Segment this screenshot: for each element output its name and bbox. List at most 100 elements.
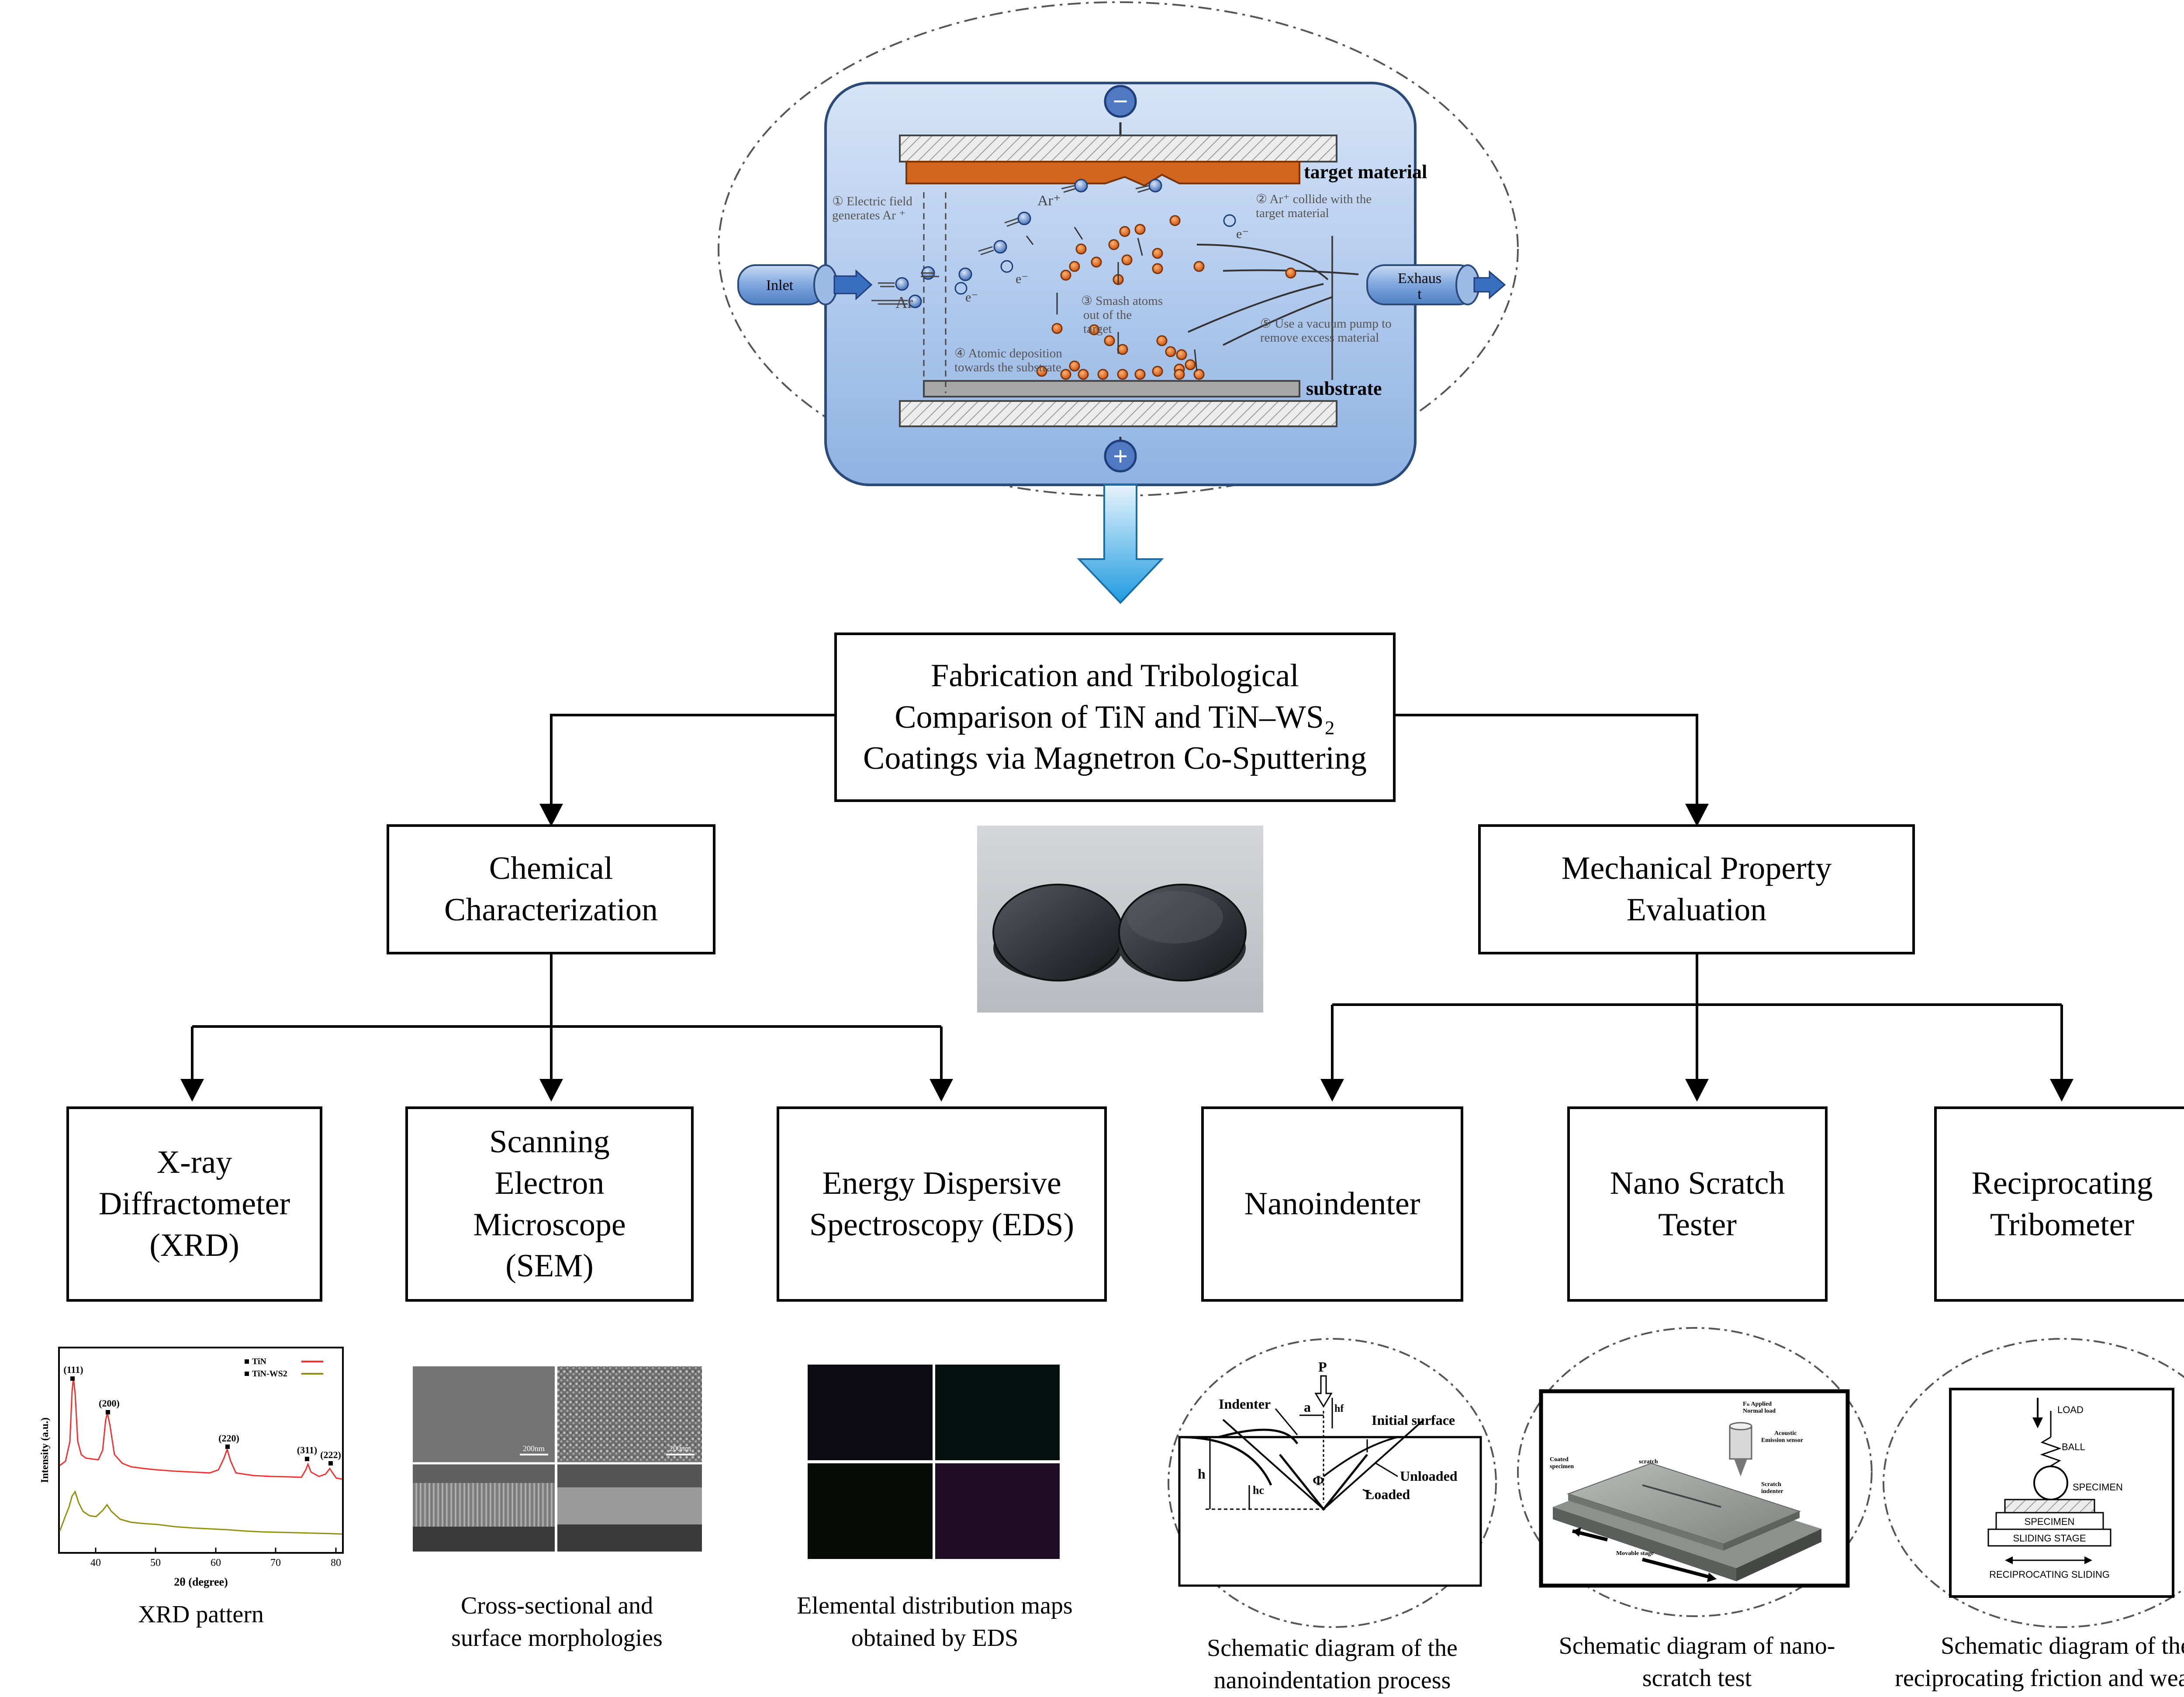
sputtering-schematic: − target material substrate + Inlet Exha… <box>718 1 1519 604</box>
scratch-stage-label: Movable stage <box>1616 1550 1654 1557</box>
nanoindent-dashed-boundary <box>1168 1338 1497 1628</box>
nano-indenter-label: Indenter <box>1219 1396 1271 1412</box>
nanoindentation-figure: P Indenter a hf Initial surface Unloaded… <box>1168 1338 1497 1628</box>
eds-box: Energy Dispersive Spectroscopy (EDS) <box>777 1106 1107 1302</box>
scratch-line1: Nano Scratch <box>1610 1165 1785 1201</box>
eds-line2: Spectroscopy (EDS) <box>809 1206 1075 1243</box>
sem-caption-line1: Cross-sectional and <box>460 1592 653 1619</box>
xrd-plot: 40 50 60 70 80 2θ (degree) Intensity (a.… <box>39 1347 344 1588</box>
sem-caption: Cross-sectional and surface morphologies <box>395 1590 719 1655</box>
step-3-label-2: out of the <box>1083 308 1132 322</box>
xrd-peak-200: (200) <box>99 1398 120 1409</box>
tribo-line2: Tribometer <box>1990 1206 2135 1243</box>
tribo-stage-label: SLIDING STAGE <box>2013 1533 2086 1544</box>
scratch-indenter-label: Scratch <box>1761 1481 1781 1488</box>
sem-images: 200nm 200nm <box>413 1366 702 1552</box>
xrd-xlabel: 2θ (degree) <box>174 1576 228 1588</box>
scratch-indenter-label-2: indenter <box>1761 1488 1783 1495</box>
tribo-ball-label: BALL <box>2062 1441 2085 1452</box>
xrd-xtick-60: 60 <box>211 1557 221 1569</box>
inlet-label: Inlet <box>766 277 794 294</box>
xrd-line3: (XRD) <box>149 1227 239 1263</box>
main-title-line3: Coatings via Magnetron Co-Sputtering <box>863 740 1367 777</box>
scratch-coated-label-2: specimen <box>1550 1463 1574 1470</box>
xrd-peak-311: (311) <box>297 1445 317 1455</box>
sputtering-dashed-boundary <box>718 1 1519 497</box>
main-title-line2: Comparison of TiN and TiN–WS₂ <box>895 699 1335 735</box>
mechanical-line1: Mechanical Property <box>1561 850 1832 887</box>
arrowheads <box>180 804 2073 1102</box>
xrd-peak-222: (222) <box>320 1449 341 1460</box>
top-electrode-plate <box>899 135 1337 162</box>
ar-plus-label: Ar⁺ <box>1037 193 1061 209</box>
xrd-xtick-40: 40 <box>90 1557 101 1569</box>
step-4-label-2: towards the substrate <box>954 360 1061 374</box>
cathode-sign: − <box>1113 86 1128 116</box>
sputtered-atoms <box>1036 215 1296 380</box>
nano-caption-line2: nanoindentation process <box>1213 1666 1451 1694</box>
scratch-fn-label: Fₙ Applied <box>1743 1401 1772 1407</box>
chemical-line1: Chemical <box>489 850 613 887</box>
exhaust-label: Exhaus <box>1398 270 1441 287</box>
xrd-box: X-ray Diffractometer (XRD) <box>66 1106 322 1302</box>
substrate <box>923 380 1300 397</box>
scratch-acoustic-label: Acoustic <box>1774 1430 1797 1437</box>
scratch-caption-line2: scratch test <box>1642 1664 1752 1692</box>
nano-initial-surface-label: Initial surface <box>1372 1412 1455 1428</box>
xrd-curve-tinws2 <box>59 1490 342 1535</box>
xrd-xtick-80: 80 <box>331 1557 341 1569</box>
xrd-peak-111: (111) <box>63 1364 83 1375</box>
nano-hf-label: hf <box>1334 1403 1344 1414</box>
scratch-line2: Tester <box>1658 1206 1737 1243</box>
anode-sign: + <box>1113 442 1128 470</box>
xrd-xtick-50: 50 <box>150 1557 161 1569</box>
xrd-legend-tin: TiN <box>252 1357 267 1366</box>
xrd-xtick-70: 70 <box>270 1557 281 1569</box>
tribo-motion-label: RECIPROCATING SLIDING <box>1989 1569 2110 1580</box>
tribometer-figure: LOAD BALL SPECIMEN SPECIMEN SLIDING STAG… <box>1883 1338 2184 1628</box>
step-5-label: ⑤ Use a vacuum pump to <box>1260 317 1392 331</box>
scratch-acoustic-label-2: Emission sensor <box>1761 1437 1803 1444</box>
nano-p-label: P <box>1318 1359 1327 1375</box>
eds-caption-line1: Elemental distribution maps <box>797 1592 1073 1619</box>
tribo-dashed-boundary <box>1883 1338 2184 1628</box>
mechanical-line2: Evaluation <box>1626 892 1767 928</box>
tribo-caption-line1: Schematic diagram of the <box>1941 1632 2184 1659</box>
tribo-specimen-box-label: SPECIMEN <box>2025 1516 2075 1527</box>
xrd-caption-text: XRD pattern <box>138 1601 264 1628</box>
chemical-line2: Characterization <box>444 892 658 928</box>
nano-caption: Schematic diagram of the nanoindentation… <box>1158 1632 1507 1697</box>
step-5-label-2: remove excess material <box>1260 331 1379 345</box>
eds-caption-line2: obtained by EDS <box>851 1624 1019 1652</box>
nano-phi-label: Φ <box>1313 1472 1324 1488</box>
chemical-characterization-box: Chemical Characterization <box>387 824 715 954</box>
sem-line1: Scanning <box>489 1124 610 1160</box>
cathode-terminal <box>1104 85 1137 118</box>
nano-line1: Nanoindenter <box>1244 1186 1420 1222</box>
bottom-electrode-plate <box>899 400 1337 427</box>
sem-line4: (SEM) <box>505 1248 594 1284</box>
ar-label: Ar <box>895 294 913 312</box>
sem-scale-1: 200nm <box>523 1444 545 1453</box>
nanoindenter-box: Nanoindenter <box>1201 1106 1463 1302</box>
sem-scale-2: 200nm <box>669 1444 691 1453</box>
nano-hc-label: hc <box>1253 1484 1264 1497</box>
tribometer-box: Reciprocating Tribometer <box>1934 1106 2184 1302</box>
sem-caption-line2: surface morphologies <box>451 1624 663 1652</box>
main-title-box: Fabrication and Tribological Comparison … <box>834 632 1396 802</box>
sem-line2: Electron <box>494 1165 605 1201</box>
nano-scratch-figure: Fₙ Applied Normal load Acoustic Emission… <box>1517 1327 1873 1617</box>
scratch-caption-line1: Schematic diagram of nano- <box>1559 1632 1835 1659</box>
target-label: target material <box>1304 161 1427 183</box>
step-3-label: ③ Smash atoms <box>1081 294 1163 308</box>
electron-label-3: e⁻ <box>1236 227 1249 241</box>
main-title-line1: Fabrication and Tribological <box>931 657 1299 694</box>
eds-caption: Elemental distribution maps obtained by … <box>756 1590 1114 1655</box>
process-flow-arrow <box>1077 484 1164 604</box>
step-2-label-2: target material <box>1256 206 1329 220</box>
connectors <box>191 714 2063 1092</box>
step-4-label: ④ Atomic deposition <box>954 346 1062 360</box>
step-1-label-2: generates Ar ⁺ <box>832 208 905 222</box>
xrd-legend-tinws2: TiN-WS2 <box>252 1369 287 1379</box>
